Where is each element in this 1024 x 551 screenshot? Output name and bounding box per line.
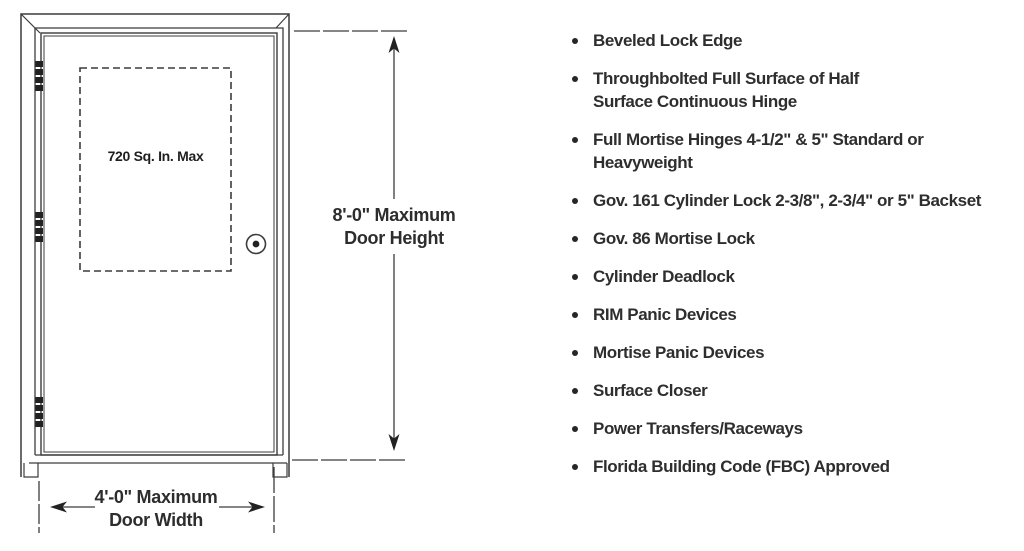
feature-text: RIM Panic Devices [593,305,737,324]
bullet-icon [572,197,578,204]
feature-item: Power Transfers/Raceways [566,417,1016,440]
door-knob-icon [245,233,267,255]
bullet-icon [572,349,578,356]
features-list: Beveled Lock Edge Throughbolted Full Sur… [566,29,1016,493]
bullet-icon [572,463,578,470]
feature-item: Beveled Lock Edge [566,29,1016,52]
feature-text: Florida Building Code (FBC) Approved [593,457,890,476]
feature-text: Surface Closer [593,381,708,400]
hinge-icon [35,212,43,242]
bullet-icon [572,425,578,432]
feature-item: RIM Panic Devices [566,303,1016,326]
bullet-icon [572,136,578,143]
feature-text: Gov. 161 Cylinder Lock 2-3/8", 2-3/4" or… [593,191,982,210]
window-opening-outline [79,67,232,272]
bullet-icon [572,75,578,82]
feature-item: Surface Closer [566,379,1016,402]
feature-item: Cylinder Deadlock [566,265,1016,288]
hinge-icon [35,397,43,427]
width-dimension [38,467,275,533]
feature-item: Throughbolted Full Surface of Half Surfa… [566,67,1016,113]
feature-item: Full Mortise Hinges 4-1/2" & 5" Standard… [566,128,1016,174]
bullet-icon [572,235,578,242]
door-height-label: 8'-0" Maximum Door Height [332,205,456,248]
feature-text: Power Transfers/Raceways [593,419,803,438]
feature-text: Mortise Panic Devices [593,343,765,362]
feature-item: Mortise Panic Devices [566,341,1016,364]
feature-text: Full Mortise Hinges 4-1/2" & 5" Standard… [593,130,924,172]
hinge-icon [35,61,43,91]
height-dimension [292,30,408,461]
feature-item: Gov. 161 Cylinder Lock 2-3/8", 2-3/4" or… [566,189,1016,212]
bullet-icon [572,37,578,44]
feature-text: Beveled Lock Edge [593,31,743,50]
door-leaf [40,32,278,456]
window-size-label: 720 Sq. In. Max [107,148,204,164]
door-width-label: 4'-0" Maximum Door Width [94,487,218,530]
feature-text: Throughbolted Full Surface of Half Surfa… [593,69,859,111]
feature-item: Florida Building Code (FBC) Approved [566,455,1016,478]
bullet-icon [572,387,578,394]
feature-item: Gov. 86 Mortise Lock [566,227,1016,250]
feature-text: Gov. 86 Mortise Lock [593,229,755,248]
door-frame [20,13,290,478]
bullet-icon [572,273,578,280]
door-diagram [20,13,408,533]
feature-text: Cylinder Deadlock [593,267,735,286]
bullet-icon [572,311,578,318]
